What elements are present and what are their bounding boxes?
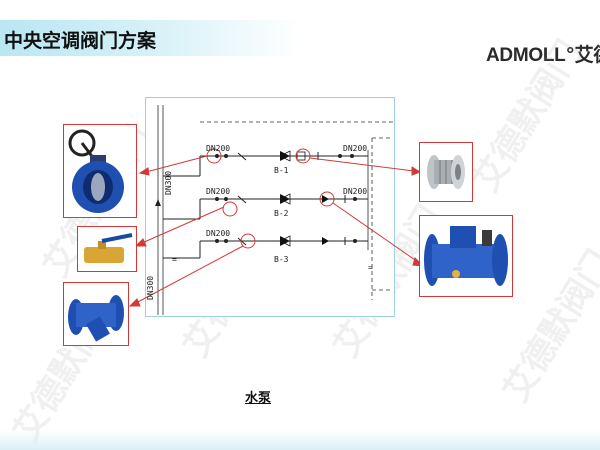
rubber-expansion-joint-photo [419,142,473,202]
butterfly-valve-photo [63,124,137,218]
pump-line-b1 [199,150,368,176]
rubber-joint-icon [427,155,465,189]
page-title: 中央空调阀门方案 [4,30,157,52]
check-valve-photo [419,215,513,297]
pipe-size-label: DN200 [206,187,230,196]
title-band [0,20,300,56]
header-size-label: DN300 [164,171,173,195]
pump-schematic [145,97,395,317]
arrow-head-icon [134,238,147,247]
butterfly-valve-icon [68,129,124,213]
equal-marker: = [368,263,373,272]
flow-arrow-icon [155,199,161,206]
header-size-label: DN300 [146,276,155,300]
pump-label: B-2 [274,209,289,218]
pump-label: B-3 [274,255,289,264]
highlight-check-valve [319,191,335,207]
ball-valve-icon [84,233,133,263]
equal-marker: = [172,255,177,264]
check-valve-icon [424,226,508,286]
brand-logo: ADMOLL°艾德默 [486,40,600,67]
highlight-ball-valve [222,201,238,217]
leader-arrow [145,155,208,173]
leader-arrow [141,206,225,244]
pipe-size-label: DN200 [206,144,230,153]
pump-line-b3 [199,235,368,258]
leader-arrow [332,202,419,263]
highlight-rubber-joint [295,148,311,164]
arrow-head-icon [138,167,150,176]
arrow-head-icon [411,166,422,176]
pipe-size-label: DN200 [206,229,230,238]
brand-logo-latin: ADMOLL [486,45,566,66]
leader-arrow [135,245,244,304]
pump-label: B-1 [274,166,289,175]
arrow-head-icon [128,298,141,307]
pipe-size-label: DN200 [343,144,367,153]
ball-valve-photo [77,226,137,272]
y-strainer-icon [68,295,124,342]
pipe-size-label: DN200 [343,187,367,196]
diagram-caption: 水泵 [245,391,272,406]
pump-line-b2 [199,193,368,219]
highlight-y-strainer [240,233,256,249]
y-strainer-photo [63,282,129,346]
bottom-band [0,430,600,450]
leader-arrow [309,157,415,172]
brand-logo-cn: °艾德默 [565,44,600,66]
